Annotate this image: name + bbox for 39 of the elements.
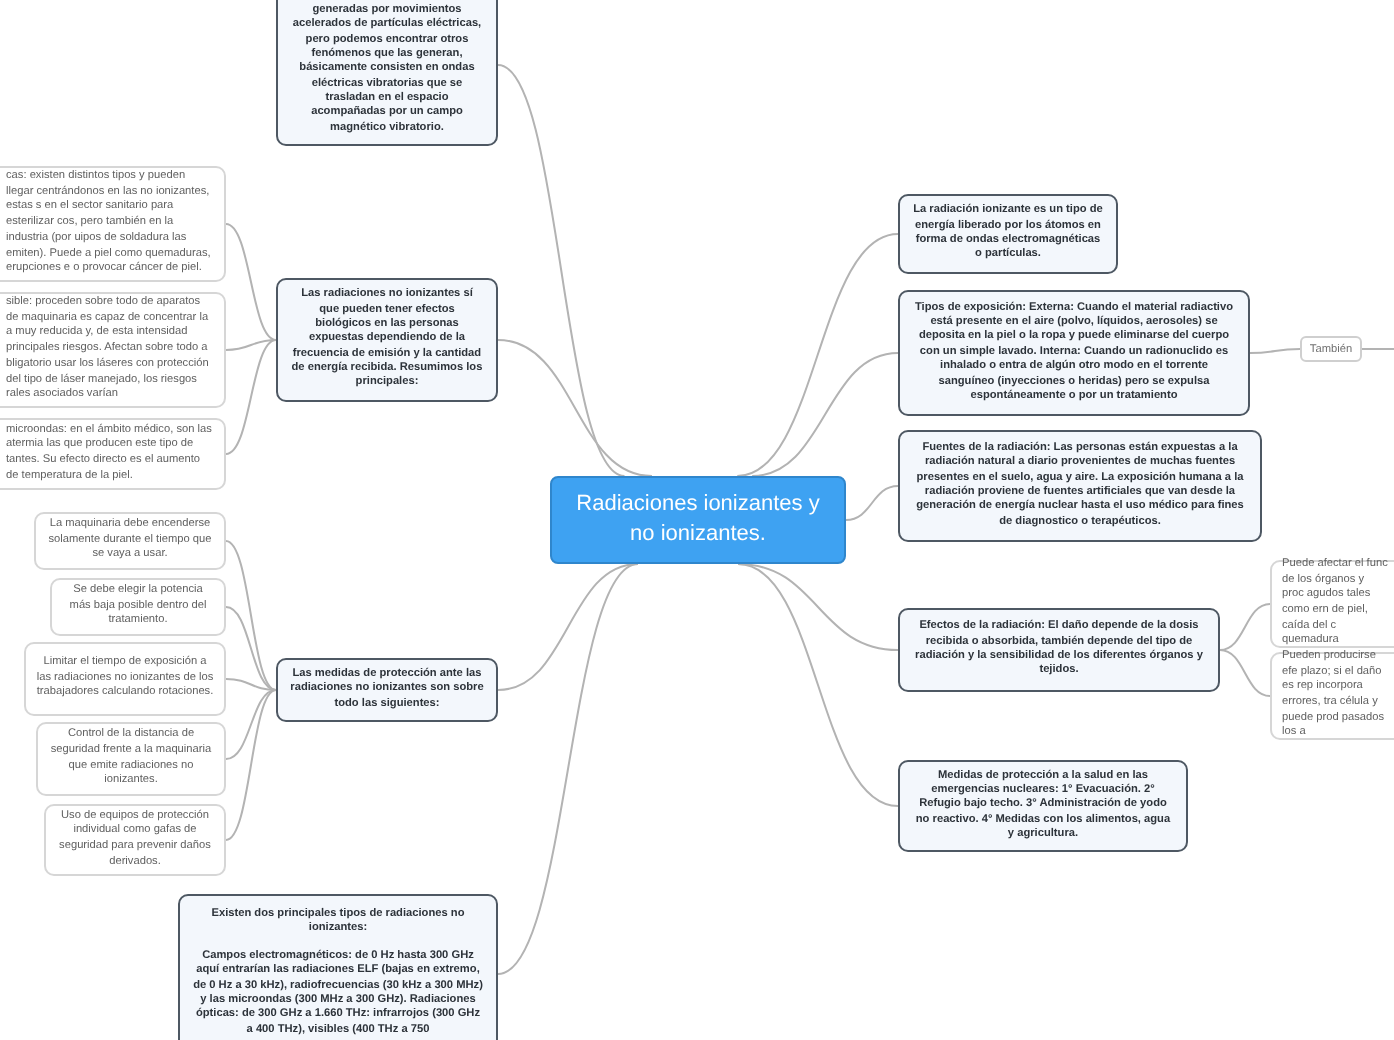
topic-box (276, 658, 498, 722)
connector-line (225, 606, 277, 691)
connector-line (497, 64, 626, 477)
connector-line (1361, 348, 1394, 350)
connector-line (497, 563, 639, 975)
connector-line (1219, 603, 1271, 651)
connector-line (225, 678, 277, 691)
topic-box (898, 290, 1250, 416)
connector-line (736, 233, 899, 477)
topic-box (898, 608, 1220, 692)
connector-line (225, 689, 277, 841)
connector-line (497, 339, 653, 477)
connector-line (1219, 649, 1271, 697)
subtopic-box (34, 512, 226, 570)
connector-line (737, 563, 899, 807)
connector-line (845, 485, 899, 521)
topic-box (276, 0, 498, 146)
subtopic-box (1270, 560, 1394, 648)
topic-box (898, 760, 1188, 852)
subtopic-box (0, 418, 226, 490)
central-topic-box (550, 476, 846, 564)
connector-line (225, 223, 277, 341)
connector-line (225, 689, 277, 760)
connector-tag (1300, 336, 1362, 362)
topic-box (178, 894, 498, 1040)
topic-box (898, 430, 1262, 542)
topic-box (898, 194, 1118, 274)
subtopic-box (1270, 652, 1394, 740)
subtopic-box (36, 722, 226, 796)
topic-box (276, 278, 498, 402)
connector-line (225, 339, 277, 351)
subtopic-box (50, 578, 226, 636)
subtopic-box (24, 642, 226, 716)
subtopic-box (44, 804, 226, 876)
connector-line (751, 352, 899, 477)
connector-line (225, 339, 277, 455)
connector-line (1249, 348, 1301, 354)
connector-line (225, 540, 277, 691)
topic-title: Radiaciones ionizantes y no ionizantes. (574, 490, 822, 550)
